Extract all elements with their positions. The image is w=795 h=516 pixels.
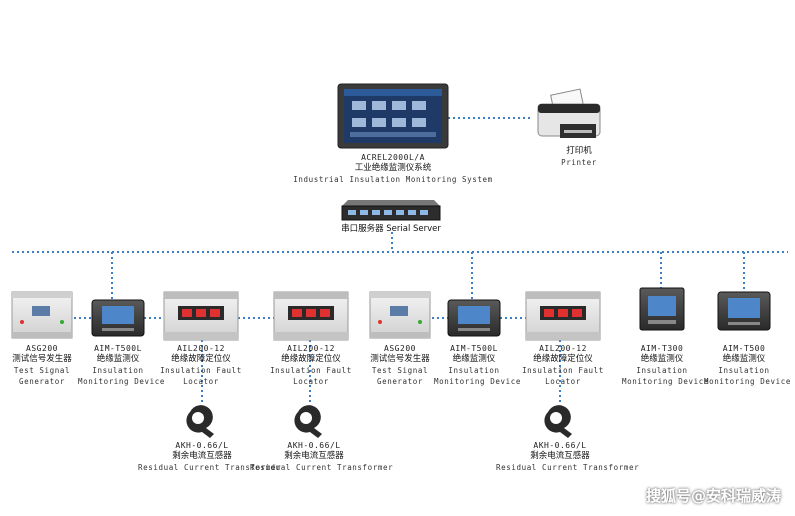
device-label: AIL200-12 绝缘故障定位仪 Insulation Fault Locat…: [522, 344, 604, 386]
current-transformer-icon: [186, 405, 214, 438]
transformer-label: AKH-0.66/L 剩余电流互感器 Residual Current Tran…: [250, 441, 394, 472]
device-label: AIM-T500L 绝缘监测仪 Insulation Monitoring De…: [78, 344, 165, 386]
ail200-device-icon: [163, 291, 239, 341]
hmi-monitor-icon: [337, 83, 449, 149]
device-label: AIM-T500L 绝缘监测仪 Insulation Monitoring De…: [434, 344, 521, 386]
watermark-text: 搜狐号@安科瑞威涛: [645, 487, 781, 505]
system-label: ACREL2000L/A 工业绝缘监测仪系统 Industrial Insula…: [293, 152, 493, 185]
current-transformer-icon: [544, 405, 572, 438]
device-label: AIL200-12 绝缘故障定位仪 Insulation Fault Locat…: [270, 344, 352, 386]
system-name-en: Industrial Insulation Monitoring System: [293, 175, 493, 184]
serial-server-label: 串口服务器 Serial Server: [321, 224, 461, 235]
device-label: ASG200 测试信号发生器 Test Signal Generator: [12, 344, 72, 386]
serial-server-icon: [341, 200, 441, 221]
printer-icon: [537, 88, 601, 138]
device-label: AIL200-12 绝缘故障定位仪 Insulation Fault Locat…: [160, 344, 242, 386]
current-transformer-icon: [294, 405, 322, 438]
aim-t500l-device-icon: [447, 299, 501, 337]
device-label: AIM-T300 绝缘监测仪 Insulation Monitoring Dev…: [622, 344, 709, 386]
ail200-device-icon: [273, 291, 349, 341]
aim-t500-device-icon: [717, 291, 771, 331]
device-label: ASG200 测试信号发生器 Test Signal Generator: [370, 344, 430, 386]
printer-label: 打印机 Printer: [539, 146, 619, 168]
asg200-device-icon: [369, 291, 431, 339]
device-label: AIM-T500 绝缘监测仪 Insulation Monitoring Dev…: [704, 344, 791, 386]
printer-name-en: Printer: [561, 158, 597, 167]
transformer-label: AKH-0.66/L 剩余电流互感器 Residual Current Tran…: [138, 441, 282, 472]
aim-t300-device-icon: [639, 287, 685, 331]
ail200-device-icon: [525, 291, 601, 341]
connection-lines: [12, 117, 788, 402]
printer-name-zh: 打印机: [566, 146, 592, 156]
system-name-zh: 工业绝缘监测仪系统: [354, 163, 432, 173]
serial-server-name: 串口服务器 Serial Server: [341, 224, 441, 234]
asg200-device-icon: [11, 291, 73, 339]
aim-t500l-device-icon: [91, 299, 145, 337]
transformer-label: AKH-0.66/L 剩余电流互感器 Residual Current Tran…: [496, 441, 640, 472]
system-code: ACREL2000L/A: [361, 153, 425, 162]
